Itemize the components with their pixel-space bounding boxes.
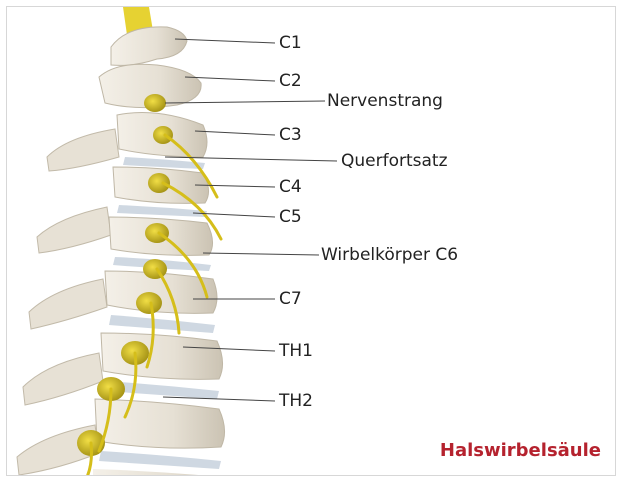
diagram-frame: C1 C2 Nervenstrang C3 Querfortsatz C4 C5…: [6, 6, 616, 476]
label-c5: C5: [279, 209, 302, 226]
label-wirbelkoerper-c6: Wirbelkörper C6: [321, 247, 458, 264]
label-c4: C4: [279, 179, 302, 196]
label-c7: C7: [279, 291, 302, 308]
label-c2: C2: [279, 73, 302, 90]
label-c1: C1: [279, 35, 302, 52]
label-querfortsatz: Querfortsatz: [341, 153, 448, 170]
label-nervenstrang: Nervenstrang: [327, 93, 443, 110]
label-th2: TH2: [279, 393, 313, 410]
label-c3: C3: [279, 127, 302, 144]
diagram-title: Halswirbelsäule: [440, 440, 601, 461]
label-th1: TH1: [279, 343, 313, 360]
